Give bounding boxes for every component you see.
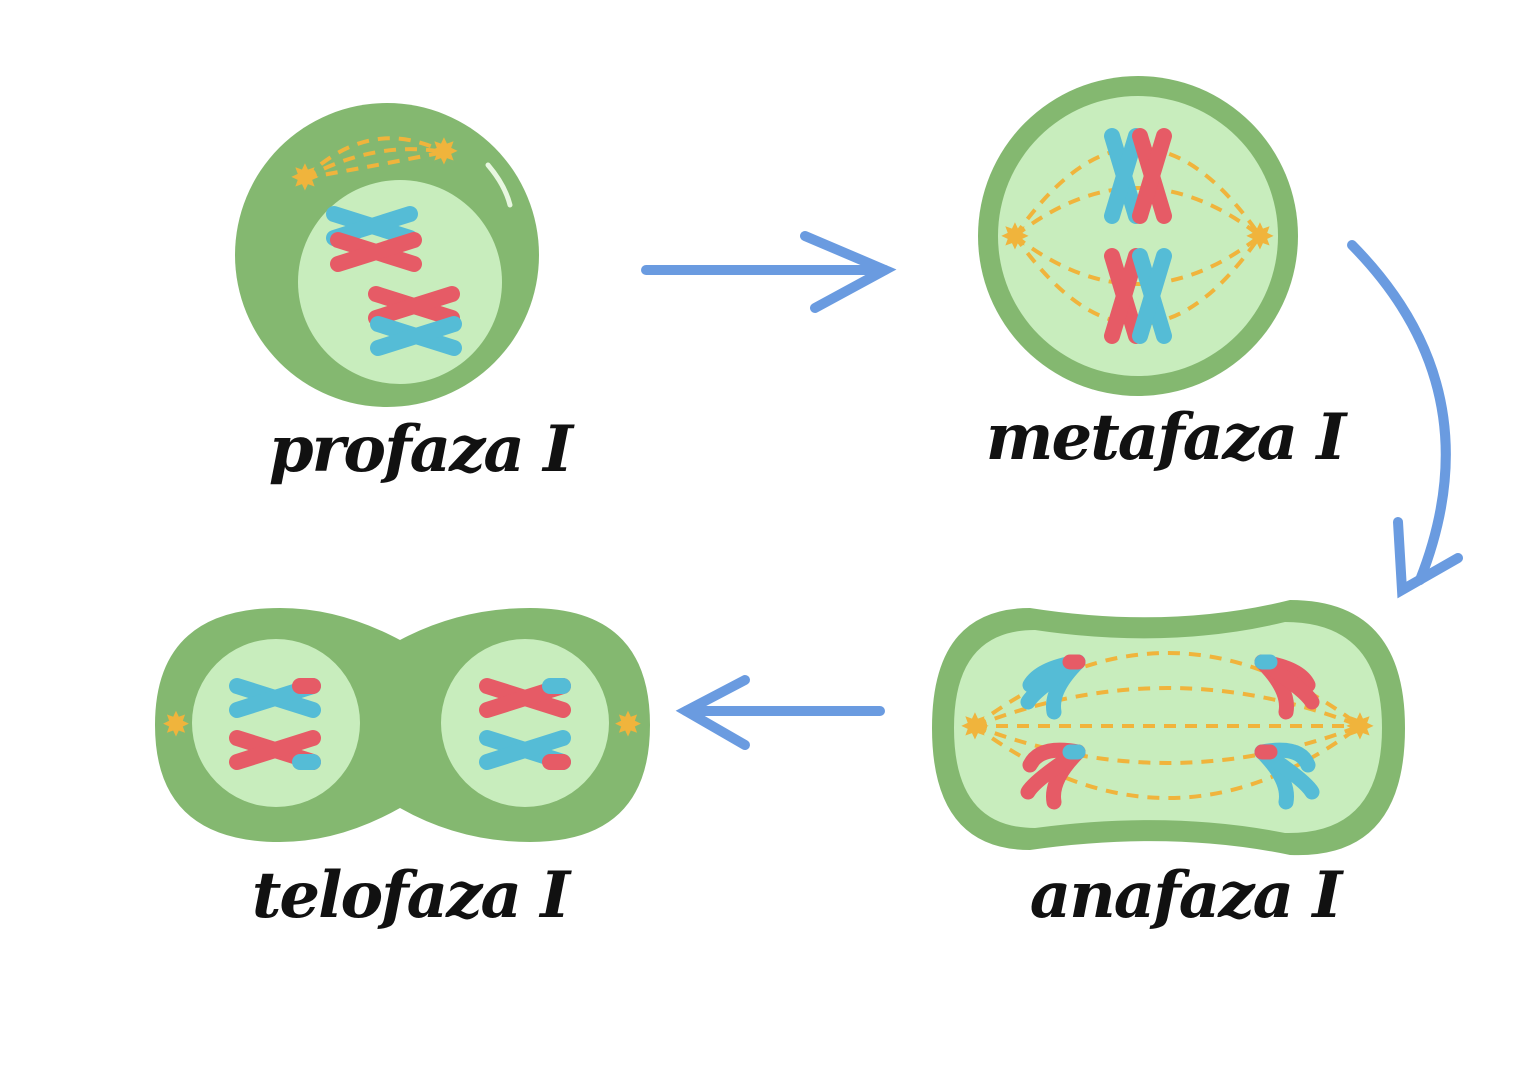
prophase-highlight [485, 162, 513, 208]
anaphase-centrosome-right: ✸ [1345, 707, 1375, 748]
arrow-metaphase-to-anaphase [1347, 240, 1463, 599]
telophase-chromosomes-left [229, 678, 321, 770]
prophase-centrosome-left: ✸ [290, 158, 320, 199]
metaphase-chromosome-pair-2 [1104, 248, 1172, 344]
anaphase-label: anafaza I [1029, 858, 1342, 933]
telophase-label: telofaza I [251, 858, 570, 933]
arrow-prophase-to-metaphase [641, 231, 897, 313]
telophase-nucleus-right [441, 639, 609, 807]
telophase-nucleus-left [192, 639, 360, 807]
telophase-cell: ✸ ✸ [155, 608, 650, 842]
metaphase-cell: ✸ ✸ [978, 76, 1298, 396]
metaphase-centrosome-right: ✸ [1245, 217, 1275, 258]
anaphase-chromosomes-right [1254, 654, 1320, 810]
arrow-anaphase-to-telophase [675, 675, 885, 750]
metaphase-label: metafaza I [985, 400, 1346, 475]
metaphase-chromosome-pair-1 [1104, 128, 1172, 224]
prophase-label: profaza I [268, 412, 573, 487]
metaphase-centrosome-left: ✸ [1000, 217, 1030, 258]
prophase-chromosome-pair-1 [326, 206, 422, 272]
anaphase-centrosome-left: ✸ [960, 707, 990, 748]
telophase-centrosome-left: ✸ [162, 705, 191, 745]
telophase-centrosome-right: ✸ [614, 705, 643, 745]
metaphase-inner [998, 96, 1278, 376]
anaphase-cell: ✸ ✸ [932, 600, 1405, 856]
prophase-centrosome-right: ✸ [429, 132, 459, 173]
prophase-chromosome-pair-2 [368, 286, 462, 356]
prophase-spindle-3 [304, 150, 445, 180]
anaphase-chromosomes-left [1020, 654, 1086, 810]
prophase-spindle [303, 136, 445, 180]
prophase-cell: ✸ ✸ [235, 103, 539, 407]
telophase-chromosomes-right [479, 678, 571, 770]
prophase-spindle-2 [304, 147, 445, 180]
